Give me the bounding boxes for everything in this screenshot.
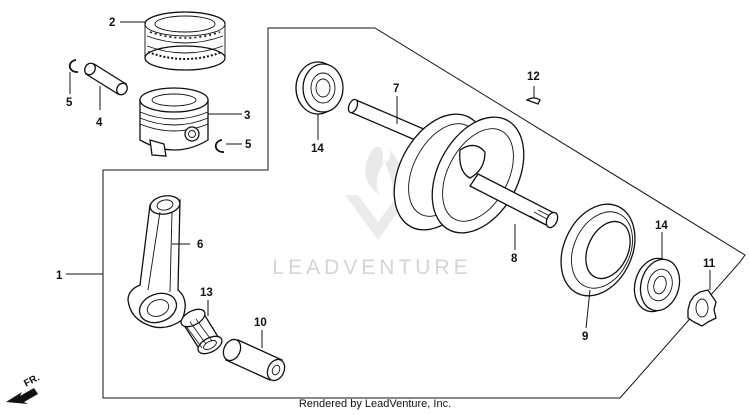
piston-pin-clip-top — [68, 59, 79, 73]
connecting-rod — [127, 195, 186, 329]
callout-1: 1 — [56, 270, 63, 282]
callout-9: 9 — [582, 331, 588, 343]
front-direction-label: FR. — [22, 372, 42, 389]
callout-10: 10 — [254, 317, 267, 329]
assembly-outline — [102, 27, 746, 399]
callout-2: 2 — [109, 17, 115, 29]
needle-bearing — [180, 308, 223, 355]
piston-pin-clip-bottom — [214, 139, 225, 153]
woodruff-key — [525, 97, 541, 105]
piston-pin — [84, 62, 128, 96]
main-bearing-left — [295, 61, 344, 115]
footer-credit: Rendered by LeadVenture, Inc. — [298, 398, 452, 410]
callout-7: 7 — [393, 83, 399, 95]
callout-3: 3 — [244, 110, 250, 122]
crankshaft — [347, 98, 559, 234]
callout-8: 8 — [511, 253, 518, 265]
front-direction-arrow — [6, 388, 38, 404]
callout-11: 11 — [703, 258, 716, 270]
callout-13: 13 — [200, 287, 213, 299]
callout-14-left: 14 — [311, 143, 324, 155]
callout-14-right: 14 — [655, 220, 668, 232]
callout-5-bottom: 5 — [245, 139, 252, 151]
leadventure-watermark-logo — [345, 146, 410, 240]
crank-pin — [222, 338, 286, 382]
cam-sprocket — [687, 289, 717, 327]
piston-rings — [144, 11, 226, 71]
callout-4: 4 — [96, 117, 103, 129]
callout-12: 12 — [527, 71, 540, 83]
oil-seal — [560, 203, 636, 297]
piston — [139, 87, 209, 157]
watermark-text: LEADVENTURE — [272, 256, 471, 279]
callout-6: 6 — [197, 239, 203, 251]
leader-lines — [66, 21, 711, 348]
callout-5-top: 5 — [66, 97, 73, 109]
main-bearing-right — [633, 257, 681, 313]
